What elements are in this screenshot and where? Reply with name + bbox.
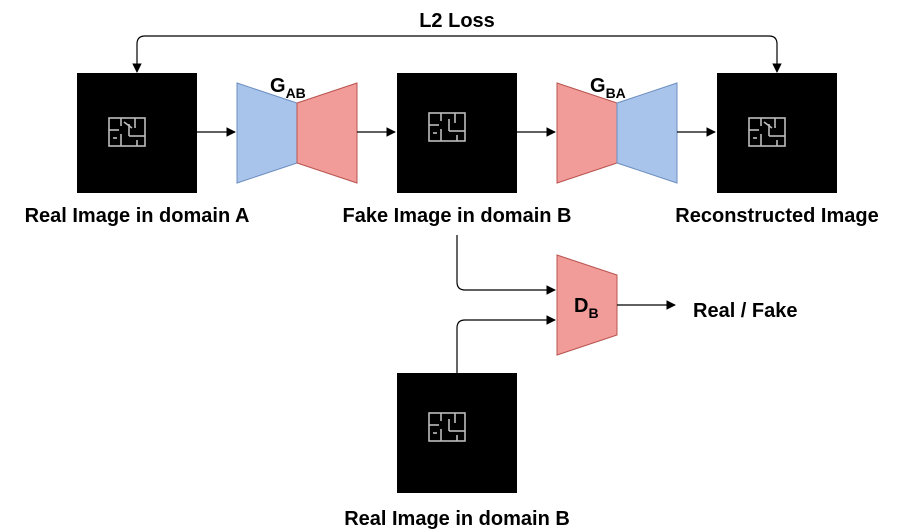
- real-image-b-label: Real Image in domain B: [344, 508, 570, 530]
- generator-ab: [236, 82, 358, 184]
- fake-image-b-label: Fake Image in domain B: [343, 205, 572, 227]
- real-image-a: [77, 73, 197, 193]
- l2-loss-label: L2 Loss: [419, 10, 495, 32]
- arrow-fake-b-to-discriminator: [456, 235, 556, 295]
- discriminator-b-symbol: D: [574, 295, 588, 317]
- generator-ba: [556, 82, 678, 184]
- reconstructed-image: [717, 73, 837, 193]
- real-image-b: [397, 373, 517, 493]
- discriminator-b: [556, 254, 618, 356]
- generator-ba-subscript: BA: [606, 85, 626, 101]
- discriminator-b-subscript: B: [588, 305, 598, 321]
- fake-image-b: [397, 73, 517, 193]
- l2-loss-connector: [132, 35, 782, 73]
- real-fake-output-label: Real / Fake: [693, 300, 798, 322]
- generator-ba-symbol: G: [590, 75, 606, 97]
- real-image-a-label: Real Image in domain A: [25, 205, 250, 227]
- generator-ab-symbol: G: [270, 75, 286, 97]
- reconstructed-image-label: Reconstructed Image: [675, 205, 878, 227]
- generator-ab-label: GAB: [270, 75, 306, 101]
- arrow-real-b-to-discriminator: [456, 315, 556, 373]
- generator-ab-subscript: AB: [286, 85, 306, 101]
- generator-ba-label: GBA: [590, 75, 626, 101]
- discriminator-b-label: DB: [574, 295, 599, 321]
